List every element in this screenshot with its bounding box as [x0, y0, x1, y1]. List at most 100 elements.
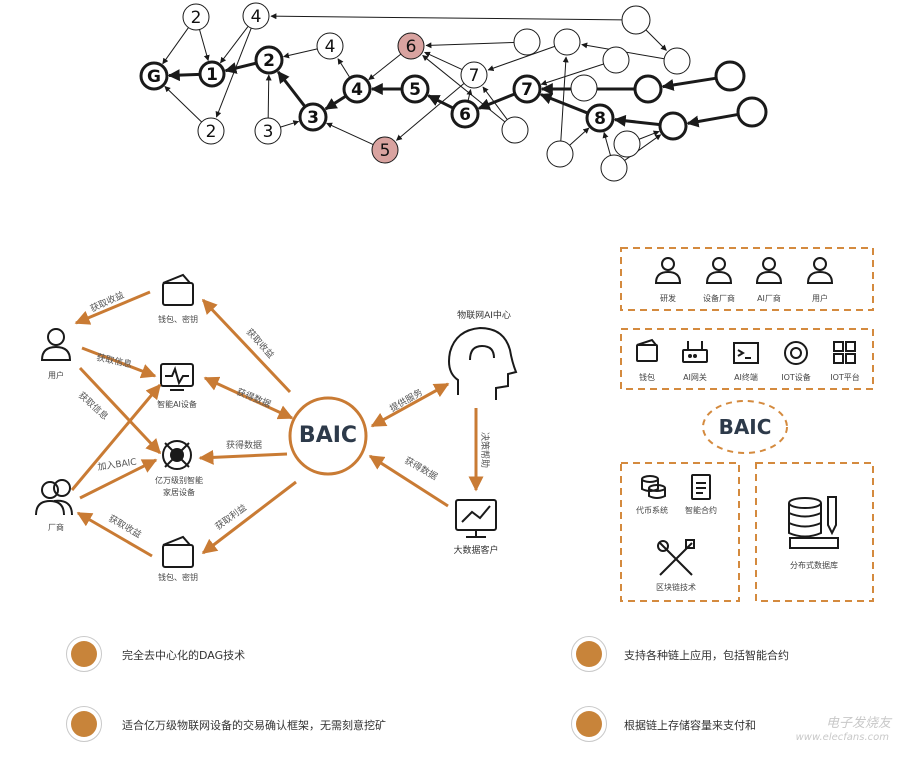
wallet-bottom-icon	[162, 535, 194, 568]
dag-node-e11	[600, 154, 628, 182]
arrow-baic-smart-device	[203, 376, 294, 420]
dag-edge	[638, 130, 660, 140]
dag-edge	[686, 112, 739, 128]
product-icons	[636, 338, 856, 365]
dag-edge	[427, 94, 455, 110]
dag-edge	[661, 76, 717, 91]
iot-platform-icon	[833, 341, 856, 364]
feature-1: 支持各种链上应用，包括智能合约	[624, 649, 789, 662]
arrow-bigdata-to-baic	[368, 454, 449, 508]
dag-node-g	[139, 61, 169, 91]
dag-node-label-n4a: 4	[251, 7, 262, 27]
product-label-0: 钱包	[639, 372, 655, 382]
arrow-baic-to-wallet-top	[201, 298, 292, 394]
dag-node-e6	[570, 74, 598, 102]
dag-node-label-n2a: 2	[191, 8, 202, 28]
token-system-icon	[641, 475, 666, 499]
dag-node-n4c	[342, 74, 372, 104]
arrow-vendor-to-device	[70, 383, 162, 491]
tech-box	[620, 462, 740, 602]
ai-terminal-icon	[733, 342, 759, 364]
dag-node-e4	[663, 47, 691, 75]
dag-edge	[422, 55, 506, 123]
dag-node-n3a	[254, 117, 282, 145]
dag-node-label-n5a: 5	[409, 80, 421, 100]
role-label-0: 研发	[660, 293, 676, 303]
dag-edge	[220, 26, 249, 64]
arrow-baic-to-home	[198, 449, 288, 465]
dag-node-e14	[613, 130, 641, 158]
dag-node-e5	[602, 46, 630, 74]
dag-edge	[482, 86, 508, 120]
dag-edge	[645, 29, 667, 51]
dag-edge	[337, 58, 351, 79]
role-icons	[654, 257, 834, 284]
dag-node-e10	[546, 140, 574, 168]
db-box	[755, 462, 874, 602]
tech-icons	[641, 474, 711, 576]
dag-node-n4b	[316, 32, 344, 60]
user-icon	[40, 328, 72, 361]
arrow-wallet-to-user	[74, 290, 151, 325]
arrow-baic-ai-center	[370, 382, 450, 428]
dag-node-label-n4c: 4	[351, 80, 363, 100]
dag-edge	[424, 51, 463, 71]
dag-edge	[164, 85, 202, 123]
dag-node-label-n3a: 3	[263, 122, 274, 142]
end-user-icon	[806, 257, 834, 284]
miner-icon	[66, 706, 102, 742]
edge-label-data-device: 获得数据	[235, 386, 273, 411]
arrow-user-to-device	[81, 346, 157, 379]
device-vendor-icon	[705, 257, 733, 284]
ai-vendor-icon	[755, 257, 783, 284]
dag-edge	[324, 94, 347, 111]
watermark-line2: www.elecfans.com	[795, 732, 889, 743]
arrow-vendor-join	[79, 458, 158, 500]
product-label-1: AI网关	[683, 372, 707, 382]
ai-center-icon	[448, 326, 518, 400]
tech-label-2: 区块链技术	[656, 582, 696, 592]
baic-architecture: BAIC 用户 厂商 钱包、密钥 智能AI设备	[35, 273, 518, 582]
smart-contract-icon	[691, 474, 711, 500]
home-device-label-line1: 亿万级别智能	[155, 475, 203, 485]
wallet-top-icon	[162, 273, 194, 306]
smart-device-label: 智能AI设备	[157, 399, 197, 409]
dag-edge	[276, 70, 307, 108]
dag-node-n2c	[197, 117, 225, 145]
wallet-bottom-label: 钱包、密钥	[158, 572, 198, 582]
dag-node-label-n4b: 4	[325, 37, 336, 57]
dag-edge	[541, 85, 572, 92]
storage-payment-icon	[571, 706, 607, 742]
edge-label-data-bigdata: 获得数据	[403, 454, 440, 482]
dag-node-n8	[585, 103, 615, 133]
panel-logo: BAIC	[719, 415, 772, 439]
dag-node-label-n5b: 5	[380, 141, 391, 161]
feature-3: 根据链上存储容量来支付和	[624, 719, 756, 732]
dag-edge	[265, 74, 272, 119]
dag-node-label-n6b: 6	[459, 105, 471, 125]
dag-edge	[602, 131, 611, 156]
arrow-baic-to-wallet-bottom	[201, 480, 297, 555]
watermark-line1: 电子发烧友	[825, 716, 891, 731]
arrow-user-to-home	[78, 366, 162, 455]
dag-edge	[368, 53, 402, 81]
dag-node-n7b	[512, 74, 542, 104]
baic-hub-logo: BAIC	[299, 423, 357, 448]
arrow-wallet-to-vendor	[76, 511, 153, 558]
role-label-1: 设备厂商	[703, 293, 735, 303]
dag-node-label-n2b: 2	[263, 51, 275, 71]
dag-node-n5a	[400, 74, 430, 104]
role-label-2: AI厂商	[757, 293, 781, 303]
edge-label-data-home: 获得数据	[226, 439, 262, 451]
dag-node-n6a	[397, 32, 425, 60]
dag-node-n6b	[450, 99, 480, 129]
edge-label-profit: 获取利益	[213, 502, 249, 533]
dag-node-e3	[553, 28, 581, 56]
dag-node-label-n2c: 2	[206, 122, 217, 142]
vendor-label: 厂商	[48, 522, 64, 532]
iot-device-icon	[784, 341, 808, 365]
dag-edge	[280, 120, 300, 128]
product-label-3: IOT设备	[781, 372, 811, 382]
ai-center-label: 物联网AI中心	[457, 309, 511, 321]
